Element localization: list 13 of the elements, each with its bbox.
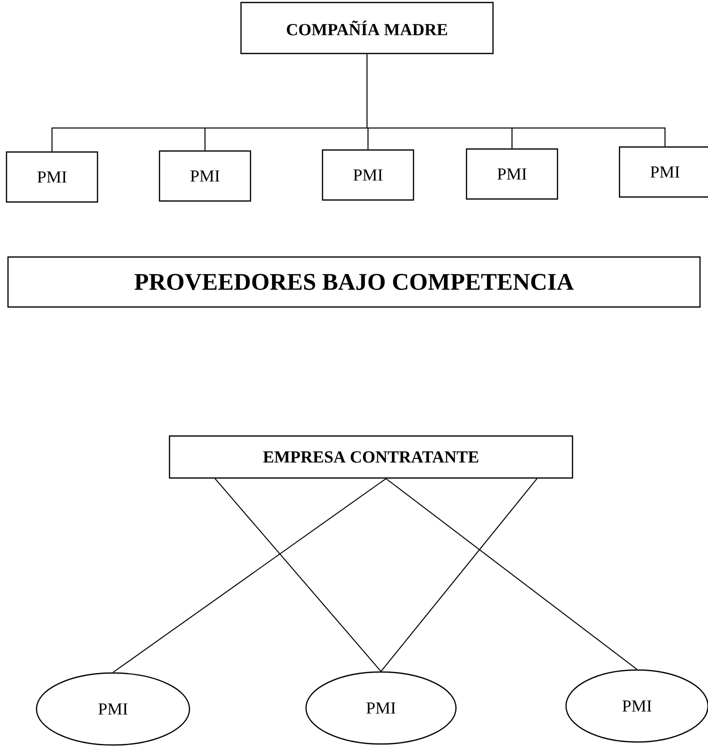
company-box: COMPAÑÍA MADRE bbox=[240, 2, 494, 54]
connector-line bbox=[366, 54, 666, 147]
connector-line bbox=[112, 478, 386, 673]
connector-line bbox=[380, 478, 538, 672]
banner-box: PROVEEDORES BAJO COMPETENCIA bbox=[7, 256, 701, 308]
pmi-box: PMI bbox=[466, 148, 558, 200]
pmi-box: PMI bbox=[618, 146, 708, 198]
pmi-box: PMI bbox=[158, 150, 252, 202]
pmi-box: PMI bbox=[322, 149, 414, 201]
connector-line bbox=[214, 478, 382, 672]
company-box: EMPRESA CONTRATANTE bbox=[168, 435, 574, 479]
pmi-box: PMI bbox=[6, 151, 98, 203]
connector-line bbox=[386, 478, 638, 670]
